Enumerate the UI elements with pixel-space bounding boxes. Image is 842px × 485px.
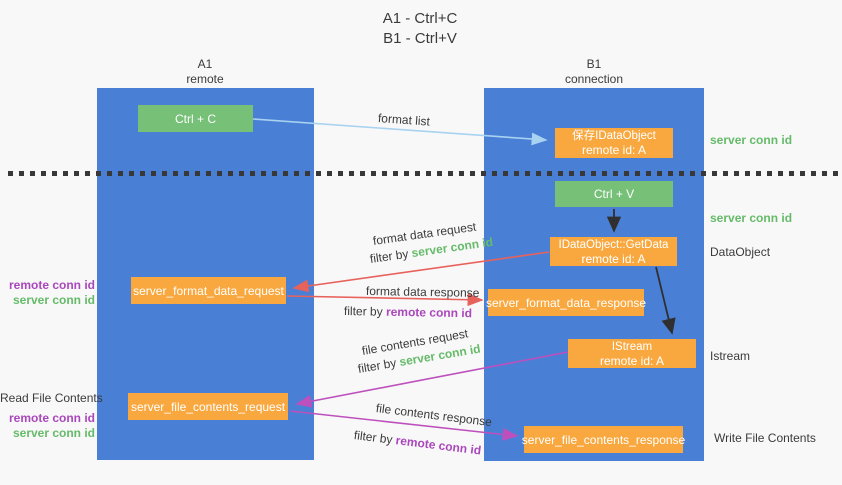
save-idataobject-node: 保存IDataObject remote id: A (555, 128, 673, 158)
save-idataobject-line1: 保存IDataObject (572, 130, 656, 142)
left-remote-conn-id-label-2: remote conn id (8, 411, 95, 425)
lifeline-b1-subtitle: connection (564, 72, 624, 86)
ctrl-v-label: Ctrl + V (593, 187, 635, 201)
filter-by-text: filter by (356, 355, 398, 376)
dataobject-label: DataObject (710, 245, 771, 259)
ctrl-c-node: Ctrl + C (138, 105, 253, 132)
getdata-line2: remote id: A (581, 251, 646, 266)
server-file-contents-request-label: server_file_contents_request (130, 399, 286, 414)
filter-by-text: filter by (369, 246, 410, 266)
lifeline-a1-subtitle: remote (186, 72, 224, 86)
file-contents-response-label: file contents response (375, 401, 493, 430)
left-server-conn-id-label-1: server conn id (12, 293, 95, 307)
phase-divider-dotted-line (8, 171, 838, 176)
save-idataobject-line2: remote id: A (581, 143, 647, 157)
ctrl-c-label: Ctrl + C (174, 111, 216, 126)
right-server-conn-id-label-2: server conn id (710, 211, 793, 225)
idataobject-getdata-node: IDataObject::GetData remote id: A (550, 237, 677, 266)
title-line-a1: A1 - Ctrl+C (382, 10, 458, 27)
filter-by-remote-conn-id-label-2: filter by remote conn id (353, 428, 482, 458)
istream-node: IStream remote id: A (568, 339, 696, 368)
server-file-contents-request-node: server_file_contents_request (128, 393, 288, 420)
filter-by-remote-conn-id-label-1: filter by remote conn id (344, 304, 472, 320)
diagram-title: A1 - Ctrl+C B1 - Ctrl+V (330, 9, 510, 49)
server-file-contents-response-node: server_file_contents_response (521, 426, 686, 453)
lifeline-a1-name: A1 (197, 57, 213, 71)
lifeline-b1-name: B1 (586, 57, 602, 71)
left-server-conn-id-label-2: server conn id (12, 426, 95, 440)
server-format-data-response-label: server_format_data_response (485, 295, 647, 310)
filter-by-text: filter by (353, 428, 394, 447)
server-format-data-request-label: server_format_data_request (133, 283, 284, 298)
read-file-contents-label: Read File Contents (0, 391, 103, 405)
write-file-contents-label: Write File Contents (714, 431, 816, 445)
ctrl-v-node: Ctrl + V (555, 181, 673, 207)
server-format-data-response-node: server_format_data_response (485, 289, 647, 316)
istream-line2: remote id: A (599, 353, 665, 368)
istream-side-label: Istream (710, 349, 751, 363)
lifeline-header-a1: A1 remote (155, 57, 255, 87)
remote-conn-id-text: remote conn id (385, 304, 473, 321)
format-data-response-label: format data response (365, 284, 480, 300)
lifeline-header-b1: B1 connection (544, 57, 644, 87)
server-format-data-request-node: server_format_data_request (131, 277, 286, 304)
istream-line1: IStream (611, 340, 653, 353)
left-remote-conn-id-label-1: remote conn id (8, 278, 95, 292)
getdata-line1: IDataObject::GetData (558, 238, 669, 251)
server-file-contents-response-label: server_file_contents_response (521, 432, 686, 447)
format-list-label: format list (377, 111, 431, 129)
filter-by-text: filter by (343, 304, 383, 319)
title-line-b1: B1 - Ctrl+V (383, 30, 457, 47)
remote-conn-id-text: remote conn id (394, 433, 482, 458)
right-server-conn-id-label-1: server conn id (710, 133, 793, 147)
